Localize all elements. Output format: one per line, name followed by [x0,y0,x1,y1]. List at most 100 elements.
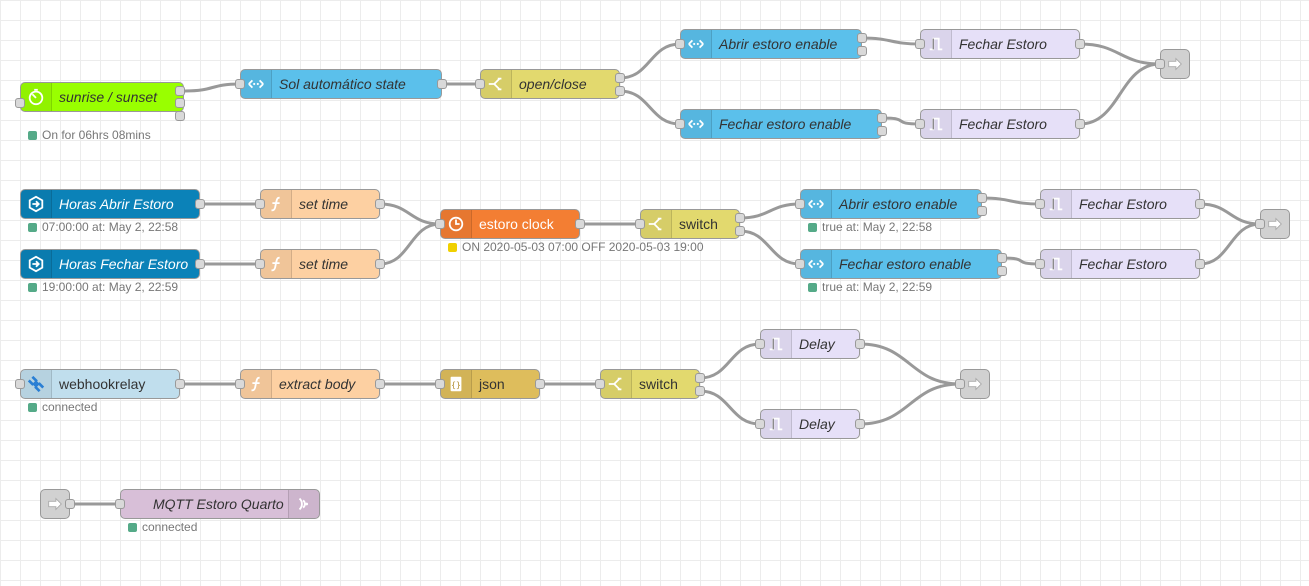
sunrise-sunset-node[interactable]: sunrise / sunset [20,82,184,112]
input-port[interactable] [1035,199,1045,209]
horas-abrir-estoro-node[interactable]: Horas Abrir Estoro [20,189,200,219]
fechar-estoro-delay-node[interactable]: Fechar Estoro [1040,249,1200,279]
output-port[interactable] [535,379,545,389]
output-port[interactable] [855,419,865,429]
output-port[interactable] [997,266,1007,276]
output-port[interactable] [175,379,185,389]
input-port[interactable] [235,379,245,389]
output-port[interactable] [375,199,385,209]
output-port[interactable] [175,86,185,96]
input-port[interactable] [955,379,965,389]
output-port[interactable] [997,253,1007,263]
input-port[interactable] [475,79,485,89]
link-out-node[interactable] [960,369,990,399]
json-node[interactable]: {} json [440,369,540,399]
wire[interactable] [379,202,441,226]
wire[interactable] [699,342,761,380]
output-port[interactable] [195,199,205,209]
input-port[interactable] [755,339,765,349]
extract-body-function-node[interactable]: extract body [240,369,380,399]
input-port[interactable] [635,219,645,229]
set-time-function-node[interactable]: set time [260,189,380,219]
output-port[interactable] [857,33,867,43]
output-port[interactable] [695,386,705,396]
wire[interactable] [619,89,681,126]
wire[interactable] [379,222,441,266]
output-port[interactable] [1075,39,1085,49]
input-port[interactable] [795,259,805,269]
input-port[interactable] [435,219,445,229]
delay-node[interactable]: Delay [760,409,860,439]
link-out-node[interactable] [1160,49,1190,79]
wire[interactable] [861,36,921,46]
open-close-switch-node[interactable]: open/close [480,69,620,99]
output-port[interactable] [1075,119,1085,129]
output-port[interactable] [175,111,185,121]
link-in-node[interactable] [40,489,70,519]
input-port[interactable] [255,199,265,209]
output-port[interactable] [1195,259,1205,269]
input-port[interactable] [1155,59,1165,69]
wire[interactable] [699,389,761,426]
wire[interactable] [1199,202,1261,226]
output-port[interactable] [1195,199,1205,209]
fechar-estoro-delay-node[interactable]: Fechar Estoro [920,29,1080,59]
wire[interactable] [859,382,961,426]
output-port[interactable] [855,339,865,349]
set-time-function-node[interactable]: set time [260,249,380,279]
input-port[interactable] [235,79,245,89]
output-port[interactable] [735,226,745,236]
output-port[interactable] [375,379,385,389]
abrir-estoro-enable-node[interactable]: Abrir estoro enable [680,29,862,59]
output-port[interactable] [615,86,625,96]
switch-node[interactable]: switch [600,369,700,399]
output-port[interactable] [65,499,75,509]
wire[interactable] [1079,62,1161,126]
input-port[interactable] [915,39,925,49]
wire[interactable] [859,342,961,386]
fechar-estoro-enable-node[interactable]: Fechar estoro enable [800,249,1002,279]
output-port[interactable] [735,213,745,223]
output-port[interactable] [615,73,625,83]
fechar-estoro-delay-node[interactable]: Fechar Estoro [1040,189,1200,219]
wire[interactable] [184,82,241,93]
output-port[interactable] [175,98,185,108]
input-port[interactable] [795,199,805,209]
input-port[interactable] [755,419,765,429]
fechar-estoro-delay-node[interactable]: Fechar Estoro [920,109,1080,139]
input-port[interactable] [115,499,125,509]
wire[interactable] [981,196,1041,206]
output-port[interactable] [375,259,385,269]
input-port[interactable] [675,39,685,49]
wire[interactable] [739,202,801,220]
output-port[interactable] [977,193,987,203]
wire[interactable] [1199,222,1261,266]
input-port[interactable] [435,379,445,389]
input-port[interactable] [15,379,25,389]
input-port[interactable] [915,119,925,129]
output-port[interactable] [695,373,705,383]
switch-node[interactable]: switch [640,209,740,239]
input-port[interactable] [255,259,265,269]
output-port[interactable] [437,79,447,89]
output-port[interactable] [575,219,585,229]
output-port[interactable] [857,46,867,56]
input-port[interactable] [1035,259,1045,269]
link-out-node[interactable] [1260,209,1290,239]
webhookrelay-node[interactable]: webhookrelay [20,369,180,399]
output-port[interactable] [877,126,887,136]
output-port[interactable] [877,113,887,123]
wire[interactable] [1079,42,1161,66]
output-port[interactable] [195,259,205,269]
delay-node[interactable]: Delay [760,329,860,359]
wire[interactable] [619,42,681,80]
estoro-clock-node[interactable]: estoro clock [440,209,580,239]
input-port[interactable] [15,98,25,108]
mqtt-estoro-quarto-node[interactable]: MQTT Estoro Quarto [120,489,320,519]
horas-fechar-estoro-node[interactable]: Horas Fechar Estoro [20,249,200,279]
abrir-estoro-enable-node[interactable]: Abrir estoro enable [800,189,982,219]
input-port[interactable] [675,119,685,129]
output-port[interactable] [977,206,987,216]
input-port[interactable] [595,379,605,389]
